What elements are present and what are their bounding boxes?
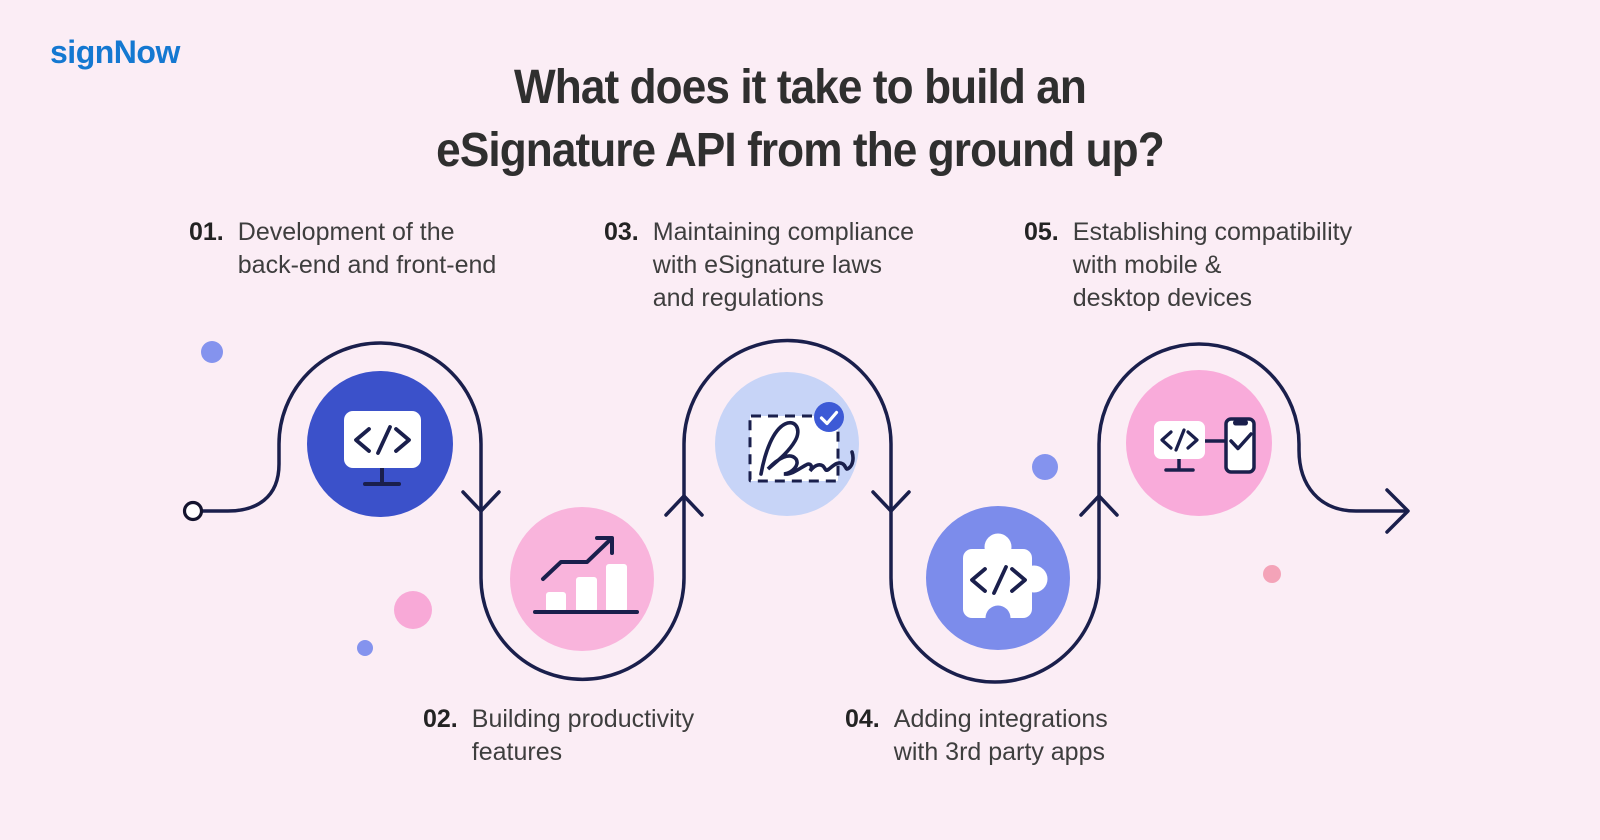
- puzzle-code-icon: [963, 533, 1048, 631]
- bar-2: [576, 577, 597, 612]
- step-2-label: 02. Building productivity features: [423, 703, 694, 769]
- trend-arrow-head: [595, 536, 614, 555]
- step-2-text: Building productivity features: [471, 705, 695, 766]
- arrow-up-icon-2: [1079, 494, 1119, 517]
- step-4-number: 04.: [845, 705, 880, 733]
- phone-notch: [1233, 420, 1248, 426]
- step-1-number: 01.: [189, 218, 224, 246]
- trend-arrow-shaft: [541, 537, 613, 581]
- decor-dot-pink: [394, 591, 432, 629]
- decor-dot-periwinkle-1: [201, 341, 223, 363]
- brand-logo: signNow: [50, 34, 180, 70]
- flow-start-node: [182, 500, 204, 522]
- code-monitor-icon: [344, 411, 421, 486]
- title-line-2: eSignature API from the ground up?: [436, 124, 1165, 177]
- growth-bar-chart-icon: [533, 536, 639, 614]
- code-glyph: [1160, 428, 1199, 452]
- decor-dot-periwinkle-2: [357, 640, 373, 656]
- signature-verified-icon: [748, 402, 855, 483]
- step-1-text: Development of the back-end and front-en…: [237, 218, 497, 279]
- decor-dot-salmon: [1263, 565, 1281, 583]
- step-5-label: 05. Establishing compatibility with mobi…: [1024, 216, 1352, 315]
- code-glyph: [354, 425, 411, 455]
- arrow-up-icon-1: [664, 494, 704, 517]
- flow-line: [199, 338, 1408, 684]
- cross-device-icon: [1154, 417, 1256, 474]
- title-line-1: What does it take to build an: [514, 61, 1087, 114]
- step-3-text: Maintaining compliance with eSignature l…: [652, 218, 915, 312]
- arrow-right-end-icon: [1385, 488, 1410, 534]
- flow-path: [182, 338, 1410, 684]
- step-4-label: 04. Adding integrations with 3rd party a…: [845, 703, 1108, 769]
- step-3-number: 03.: [604, 218, 639, 246]
- step-2-number: 02.: [423, 705, 458, 733]
- step-5-text: Establishing compatibility with mobile &…: [1072, 218, 1353, 312]
- puzzle-bottom-notch: [985, 605, 1011, 631]
- arrow-down-icon-2: [871, 490, 911, 513]
- check-badge-icon: [814, 402, 844, 432]
- phone-checkmark: [1229, 432, 1253, 451]
- page-title: What does it take to build an eSignature…: [64, 56, 1536, 182]
- bar-1: [546, 592, 566, 612]
- arrow-down-icon-1: [461, 490, 501, 513]
- step-4-text: Adding integrations with 3rd party apps: [893, 705, 1108, 766]
- code-glyph: [970, 565, 1027, 595]
- decor-dot-periwinkle-3: [1032, 454, 1058, 480]
- step-3-label: 03. Maintaining compliance with eSignatu…: [604, 216, 914, 315]
- signature-scribble: [759, 421, 855, 476]
- step-1-label: 01. Development of the back-end and fron…: [189, 216, 496, 282]
- bar-3: [606, 564, 627, 612]
- step-5-number: 05.: [1024, 218, 1059, 246]
